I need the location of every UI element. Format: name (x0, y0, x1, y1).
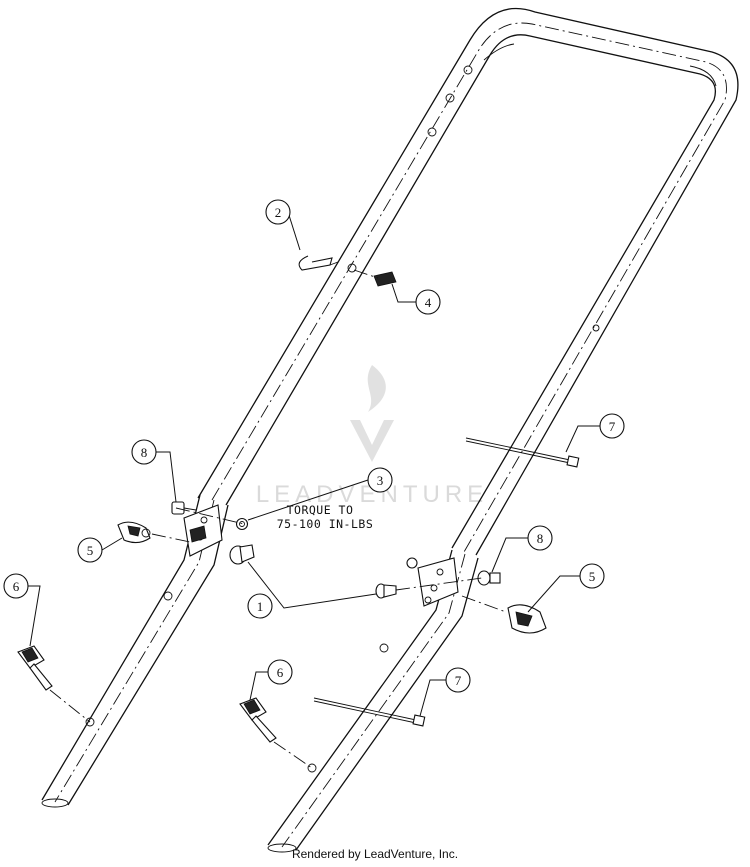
cable-guide-part-2 (298, 255, 339, 271)
knob-part-5-left (117, 521, 191, 544)
callout-8-right: 8 (527, 525, 553, 551)
callout-3: 3 (367, 467, 393, 493)
callout-4-label: 4 (425, 295, 432, 310)
torque-note-line2: 75-100 IN-LBS (277, 517, 374, 531)
callout-7-lower: 7 (445, 667, 471, 693)
callout-4: 4 (415, 289, 441, 315)
cable-tie-part-7-lower (313, 697, 426, 727)
callout-5-left-label: 5 (87, 543, 94, 558)
bolt-part-8-left (171, 501, 197, 515)
callout-5-left: 5 (77, 537, 103, 563)
bolt-part-1 (229, 544, 397, 599)
knob-part-5-right (461, 595, 547, 634)
callout-1-label: 1 (257, 599, 264, 614)
leader-lines (28, 211, 600, 717)
callout-5-right-label: 5 (589, 569, 596, 584)
assembly-axis-right (395, 577, 483, 591)
callout-8-left: 8 (131, 439, 157, 465)
callout-7-upper: 7 (599, 413, 625, 439)
callout-6-left-label: 6 (13, 579, 20, 594)
locknut-part-3 (235, 517, 418, 569)
right-pivot-bracket (417, 557, 459, 607)
clip-part-4 (353, 269, 397, 287)
callout-8-left-label: 8 (141, 445, 148, 460)
knob-part-6-right (239, 697, 313, 769)
callout-7-upper-label: 7 (609, 419, 616, 434)
callout-5-right: 5 (579, 563, 605, 589)
upper-handle (197, 7, 739, 556)
left-pivot-bracket (183, 504, 223, 557)
callout-2: 2 (265, 199, 291, 225)
callout-6-right: 6 (267, 659, 293, 685)
bolt-part-8-right (477, 570, 501, 586)
torque-note: TORQUE TO 75-100 IN-LBS (277, 503, 374, 531)
callout-8-right-label: 8 (537, 531, 544, 546)
callout-6-right-label: 6 (277, 665, 284, 680)
torque-note-line1: TORQUE TO (287, 503, 354, 517)
callout-2-label: 2 (275, 205, 282, 220)
callout-1: 1 (247, 593, 273, 619)
callout-6-left: 6 (3, 573, 29, 599)
knob-part-6-left (17, 645, 91, 723)
assembly-axis-left (175, 507, 245, 525)
cable-tie-part-7-upper (465, 437, 580, 468)
callout-3-label: 3 (377, 473, 384, 488)
callout-7-lower-label: 7 (455, 673, 462, 688)
render-credit: Rendered by LeadVenture, Inc. (291, 847, 459, 861)
